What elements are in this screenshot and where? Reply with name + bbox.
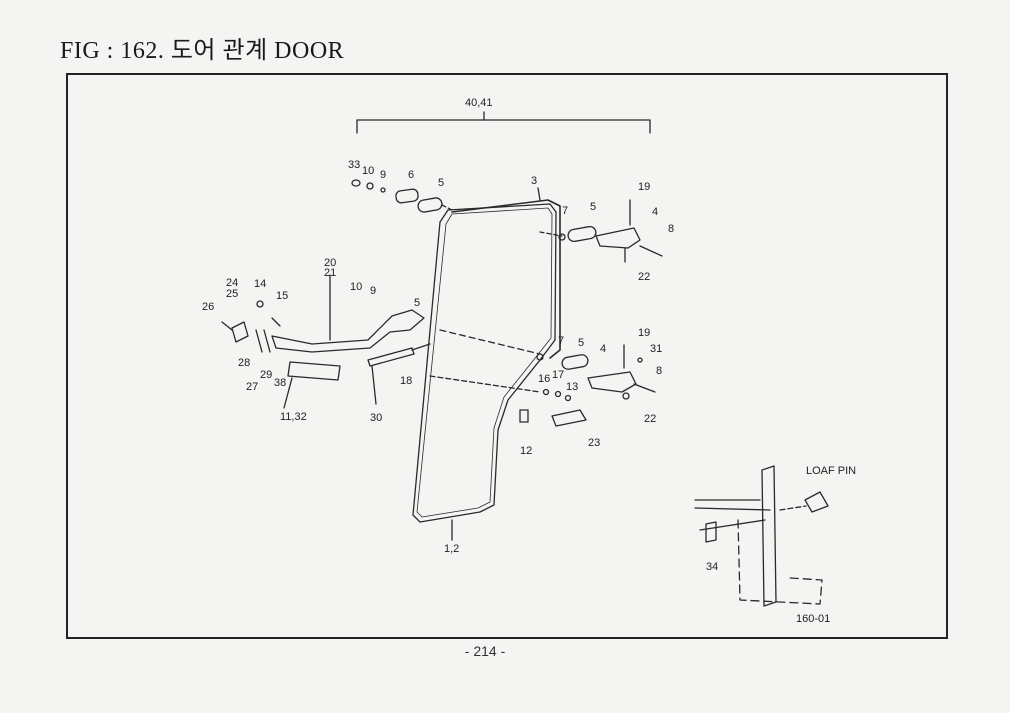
- label-23: 23: [588, 437, 600, 449]
- label-9: 9: [370, 285, 376, 297]
- label-19: 19: [638, 327, 650, 339]
- label-8: 8: [656, 365, 662, 377]
- label-25: 25: [226, 288, 238, 300]
- label-assembly: 40,41: [465, 97, 493, 109]
- label-4: 4: [652, 206, 658, 218]
- page-number: - 214 -: [464, 643, 506, 659]
- label-12: 12: [520, 445, 532, 457]
- gas-strut: [367, 343, 431, 405]
- upper-right-hinge: [539, 199, 663, 263]
- label-19: 19: [638, 181, 650, 193]
- label-21: 21: [324, 267, 336, 279]
- seal-frame: [451, 187, 561, 359]
- upper-left-fasteners: [351, 179, 453, 213]
- label-8: 8: [668, 223, 674, 235]
- label-34: 34: [706, 561, 718, 573]
- label-20: 20: [324, 257, 336, 269]
- label-18: 18: [400, 375, 412, 387]
- label-13: 13: [566, 381, 578, 393]
- figure-title: FIG : 162. 도어 관계 DOOR: [60, 38, 345, 64]
- label-29: 29: [260, 369, 272, 381]
- label-5: 5: [438, 177, 444, 189]
- part-labels: 40,41 33 10 9 6 5 3 7 5 19 4 8 22 20 21 …: [202, 97, 856, 625]
- label-10: 10: [350, 281, 362, 293]
- label-5: 5: [414, 297, 420, 309]
- label-7: 7: [562, 205, 568, 217]
- label-22: 22: [644, 413, 656, 425]
- label-loaf-pin: LOAF PIN: [806, 465, 856, 477]
- label-17: 17: [552, 369, 564, 381]
- label-9: 9: [380, 169, 386, 181]
- label-160-01: 160-01: [796, 613, 830, 625]
- label-5: 5: [590, 201, 596, 213]
- label-16: 16: [538, 373, 550, 385]
- hinge-bracket-left: [221, 300, 281, 353]
- label-31: 31: [650, 343, 662, 355]
- label-30: 30: [370, 412, 382, 424]
- label-26: 26: [202, 301, 214, 313]
- label-4: 4: [600, 343, 606, 355]
- inset-loaf-pin-view: [694, 465, 829, 607]
- label-7: 7: [558, 335, 564, 347]
- label-3: 3: [531, 175, 537, 187]
- label-5: 5: [578, 337, 584, 349]
- label-38: 38: [274, 377, 286, 389]
- label-10: 10: [362, 165, 374, 177]
- hinge-arm: [271, 274, 425, 409]
- label-15: 15: [276, 290, 288, 302]
- drawing-frame: [66, 73, 948, 639]
- label-11-32: 11,32: [280, 411, 307, 423]
- door-lock-parts: [429, 329, 587, 427]
- label-33: 33: [348, 159, 360, 171]
- label-6: 6: [408, 169, 414, 181]
- label-27: 27: [246, 381, 258, 393]
- label-1-2: 1,2: [444, 543, 459, 555]
- label-14: 14: [254, 278, 266, 290]
- label-22: 22: [638, 271, 650, 283]
- assembly-bracket: [356, 111, 651, 134]
- label-28: 28: [238, 357, 250, 369]
- door-panel: [412, 203, 557, 541]
- label-24: 24: [226, 277, 238, 289]
